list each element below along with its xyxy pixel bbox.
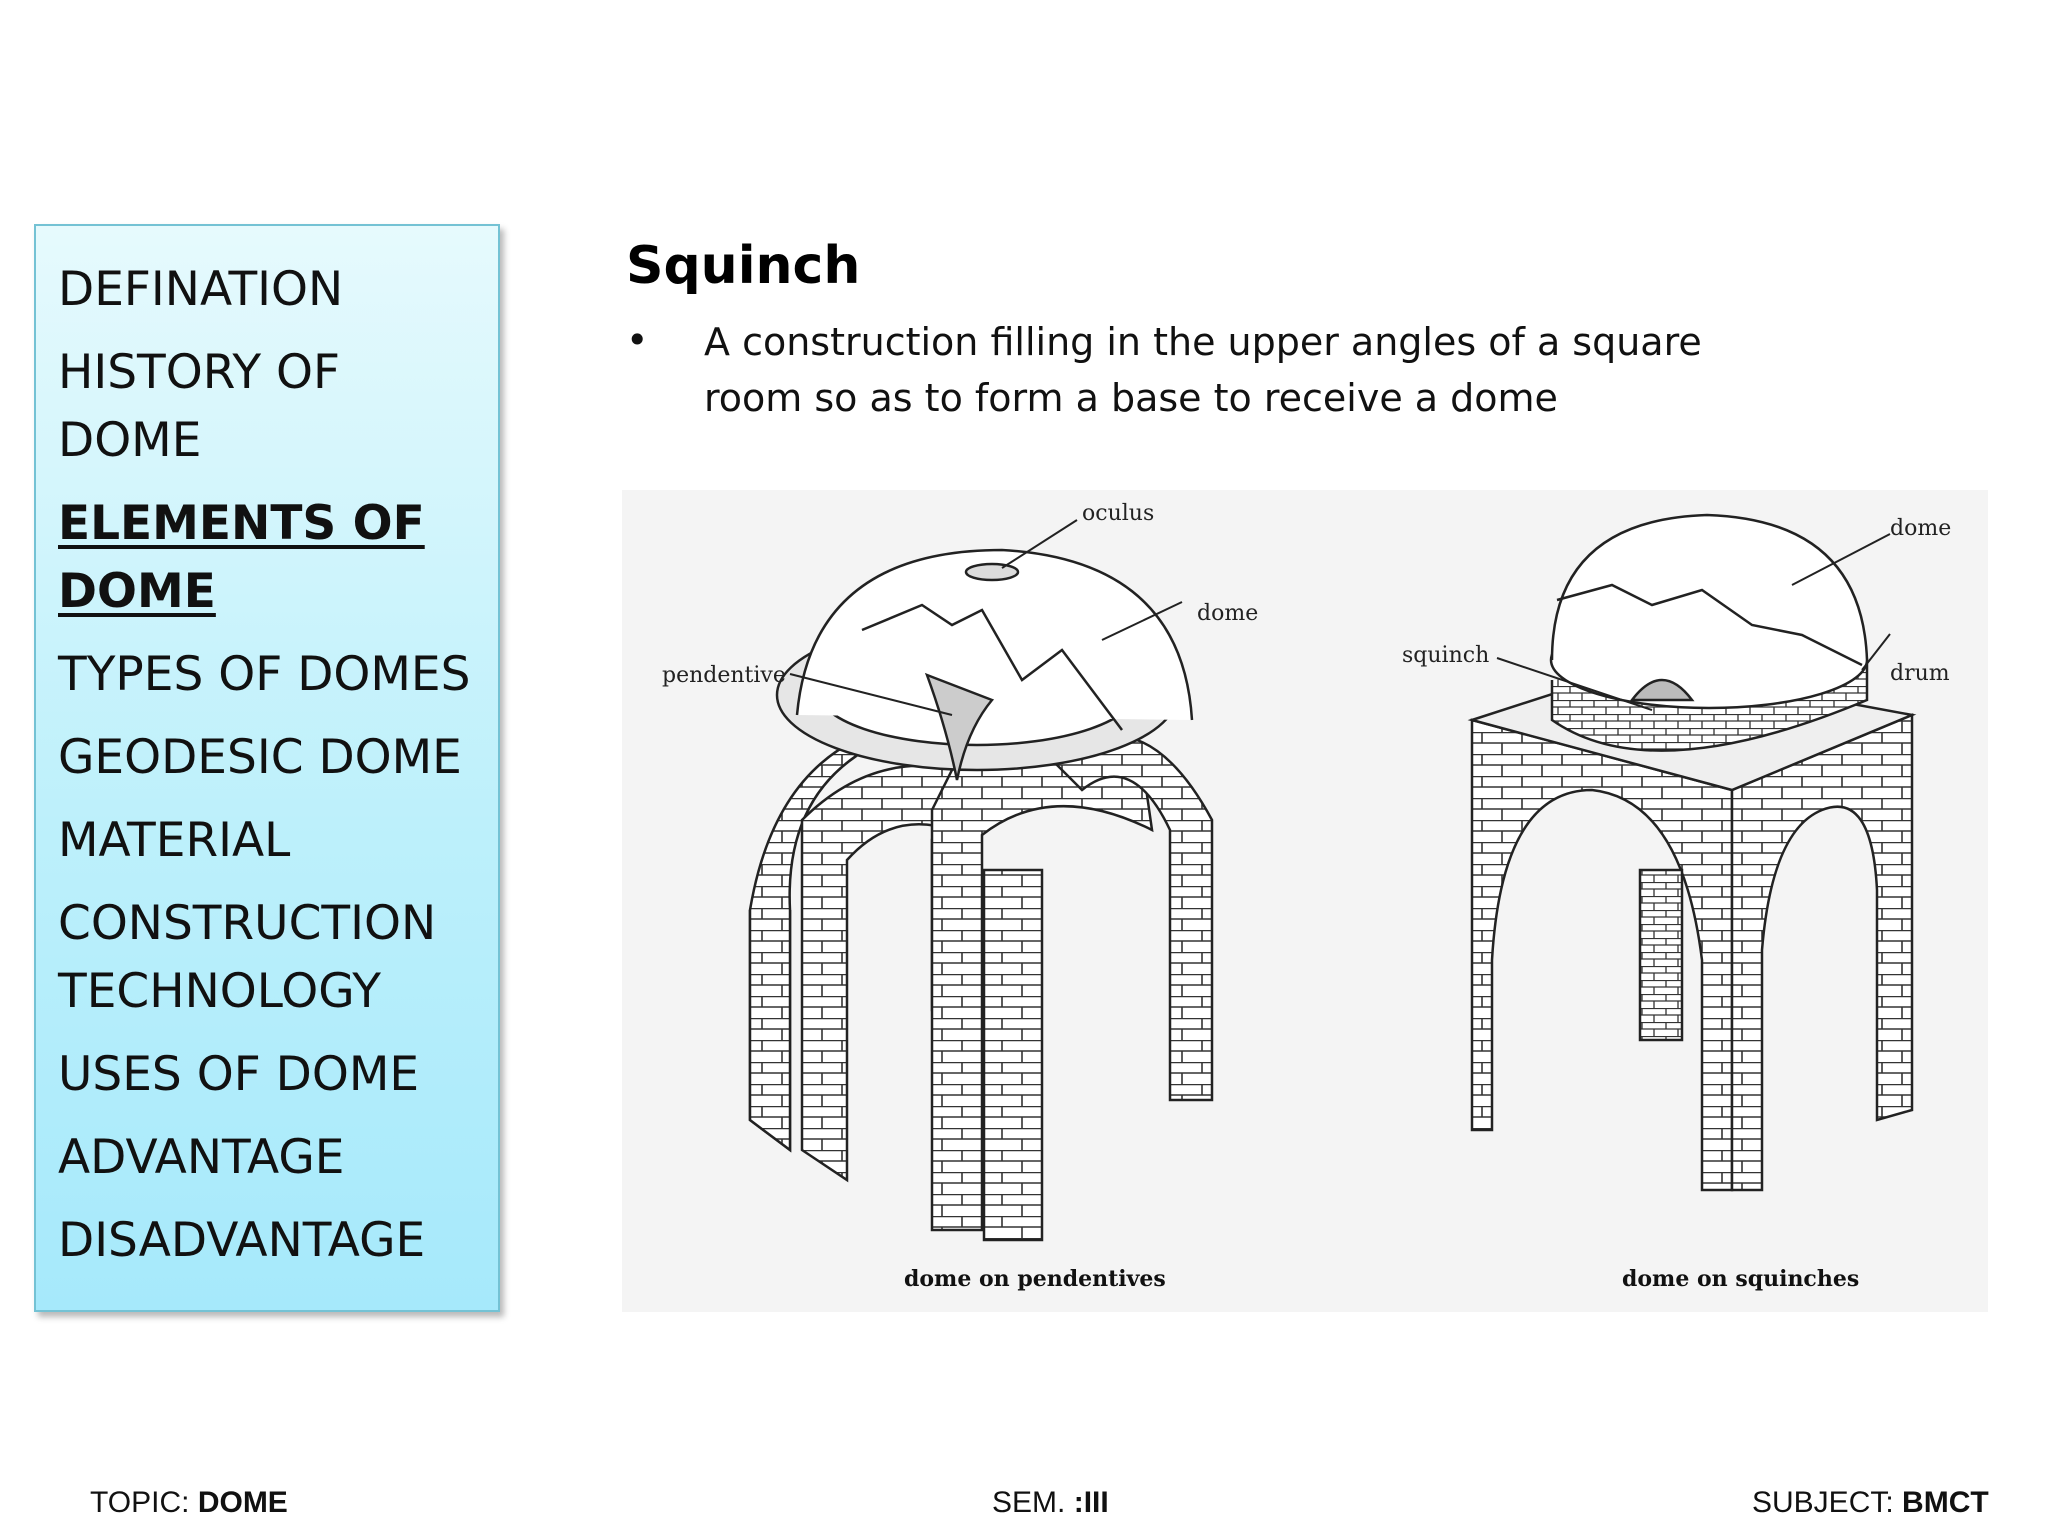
footer-topic-label: TOPIC: <box>90 1486 190 1519</box>
caption-squinches: dome on squinches <box>1622 1266 1859 1292</box>
leader-lines <box>789 519 1891 716</box>
bullet-marker: • <box>626 318 649 362</box>
nav-item-geodesic-dome[interactable]: GEODESIC DOME <box>58 730 462 785</box>
caption-pendentives: dome on pendentives <box>904 1266 1166 1292</box>
footer-subject-label: SUBJECT: <box>1752 1486 1894 1519</box>
label-pendentive: pendentive <box>662 663 786 688</box>
nav-item-disadvantage[interactable]: DISADVANTAGE <box>58 1213 426 1268</box>
dome-illustration: oculus dome pendentive dome squinch drum… <box>622 490 1988 1312</box>
nav-item-defination[interactable]: DEFINATION <box>58 262 344 317</box>
label-squinch: squinch <box>1402 643 1489 668</box>
page-title: Squinch <box>626 236 861 296</box>
footer-topic: TOPIC: DOME <box>90 1486 288 1520</box>
footer-topic-value: DOME <box>197 1486 288 1519</box>
label-oculus: oculus <box>1082 501 1154 526</box>
footer-sem-value: :III <box>1073 1486 1109 1519</box>
footer-sem: SEM. :III <box>992 1486 1109 1520</box>
nav-item-history-of-dome[interactable]: HISTORY OF DOME <box>58 345 341 468</box>
footer-sem-label: SEM. <box>992 1486 1066 1519</box>
footer-subject-value: BMCT <box>1902 1486 1989 1519</box>
nav-item-advantage[interactable]: ADVANTAGE <box>58 1130 345 1185</box>
nav-item-material[interactable]: MATERIAL <box>58 813 291 868</box>
nav-item-construction-technology[interactable]: CONSTRUCTION TECHNOLOGY <box>58 896 437 1019</box>
bullet-text: A construction filling in the upper angl… <box>704 320 1702 420</box>
nav-item-uses-of-dome[interactable]: USES OF DOME <box>58 1047 420 1102</box>
pendentive-dome-drawing <box>748 548 1214 1242</box>
squinch-dome-drawing <box>1467 513 1917 1192</box>
label-drum: drum <box>1890 661 1950 686</box>
label-dome-left: dome <box>1197 601 1258 626</box>
nav-item-types-of-domes[interactable]: TYPES OF DOMES <box>58 647 471 702</box>
label-dome-right: dome <box>1890 516 1951 541</box>
footer-subject: SUBJECT: BMCT <box>1752 1486 1989 1520</box>
sidebar-nav: DEFINATION HISTORY OF DOME ELEMENTS OF D… <box>34 224 500 1312</box>
nav-item-elements-of-dome[interactable]: ELEMENTS OF DOME <box>58 496 425 619</box>
